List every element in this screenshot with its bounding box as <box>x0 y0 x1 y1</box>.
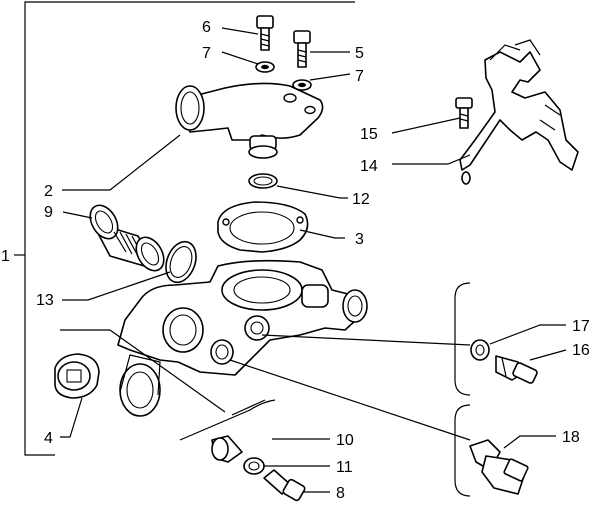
callout-o-ring-large: 13 <box>36 292 54 309</box>
callout-labels: 1 2 3 4 5 6 7 7 8 9 10 11 12 13 14 15 16… <box>1 19 590 502</box>
callout-outlet-elbow: 2 <box>44 183 53 200</box>
hose-sleeve-part <box>89 204 165 272</box>
callout-temp-switch: 18 <box>562 429 580 446</box>
bracket-bolt-part <box>455 97 473 129</box>
callout-hose-sleeve: 9 <box>44 204 53 221</box>
bracket-part <box>459 39 579 185</box>
callout-o-ring-small: 12 <box>352 191 370 208</box>
callout-sender-washer: 17 <box>572 318 590 335</box>
short-bolt-part <box>256 15 274 51</box>
callout-bracket: 14 <box>360 158 378 175</box>
callout-gasket: 3 <box>355 231 364 248</box>
connection-lines <box>60 329 471 441</box>
thermostat-housing-part <box>117 259 368 417</box>
callout-temp-sender: 16 <box>572 342 590 359</box>
leader-lines <box>60 27 567 493</box>
o-ring-large-part <box>165 240 197 284</box>
washer-part-left <box>255 61 275 73</box>
callout-bottom-bolt: 8 <box>336 485 345 502</box>
sender-washer-part <box>470 339 490 361</box>
callout-assembly: 1 <box>1 248 10 265</box>
assembly-bracket <box>14 1 355 456</box>
washer-part-right <box>292 79 312 91</box>
callout-connector-washer: 11 <box>336 459 353 476</box>
connector-part <box>211 435 243 463</box>
callout-washer-right: 7 <box>355 68 364 85</box>
o-ring-small-part <box>248 173 278 189</box>
temperature-switch-part <box>469 439 529 495</box>
bottom-bolt-part <box>263 469 306 502</box>
callout-plug: 4 <box>44 430 53 447</box>
outlet-elbow-part <box>175 82 324 159</box>
callout-connector: 10 <box>336 432 354 449</box>
callout-short-bolt: 6 <box>202 19 211 36</box>
plug-part <box>54 353 100 399</box>
long-bolt-part <box>293 30 311 68</box>
gasket-part <box>217 201 309 253</box>
connector-washer-part <box>243 457 265 475</box>
temperature-sender-part <box>495 355 538 384</box>
callout-long-bolt: 5 <box>355 45 364 62</box>
callout-washer-left: 7 <box>202 45 211 62</box>
callout-bracket-bolt: 15 <box>360 126 378 143</box>
sensor-group-brackets <box>179 282 471 497</box>
